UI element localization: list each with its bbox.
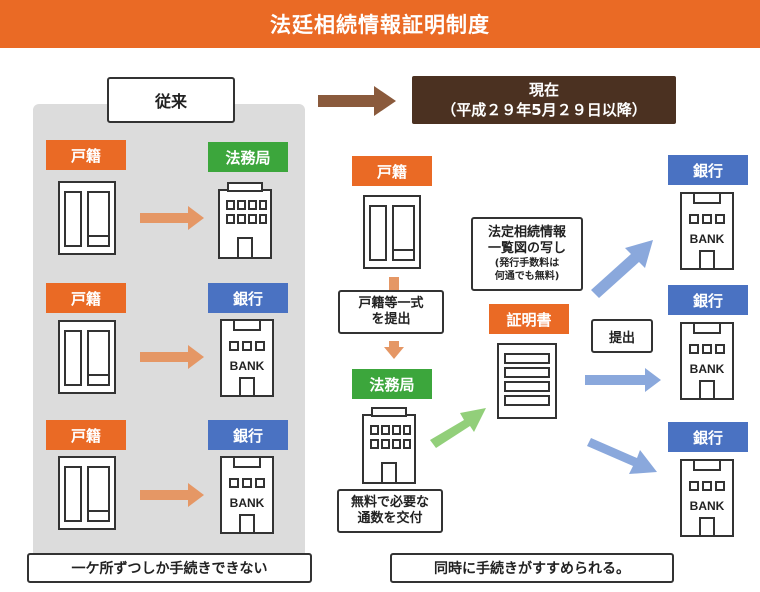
certificate-label: 証明書 bbox=[489, 304, 569, 334]
free-issue-note: 無料で必要な 通数を交付 bbox=[337, 489, 443, 533]
bank-label: 銀行 bbox=[668, 155, 748, 185]
bank-building-icon: BANK bbox=[680, 459, 734, 537]
bank-label: 銀行 bbox=[668, 285, 748, 315]
bank-text: BANK bbox=[230, 359, 265, 373]
current-header-date: （平成２９年5月２９日以降） bbox=[441, 101, 647, 119]
arrow-right-icon bbox=[140, 206, 204, 230]
bank-label: 銀行 bbox=[208, 420, 288, 450]
inheritance-chart-copy-note: 法定相続情報 一覧図の写し (発行手数料は 何通でも無料) bbox=[471, 217, 583, 291]
office-building-icon bbox=[218, 182, 272, 259]
arrow-down-right-icon bbox=[587, 438, 657, 474]
family-register-document-icon bbox=[58, 456, 116, 530]
submit-note-line2: を提出 bbox=[371, 312, 411, 327]
bank-text: BANK bbox=[690, 232, 725, 246]
family-register-document-icon bbox=[58, 181, 116, 255]
transition-arrow-icon bbox=[318, 86, 396, 116]
conventional-footer: 一ケ所ずつしか手続きできない bbox=[27, 553, 312, 583]
family-register-document-icon bbox=[363, 195, 421, 269]
current-header-title: 現在 bbox=[528, 81, 559, 99]
submit-note-line1: 戸籍等一式 bbox=[358, 296, 424, 311]
bank-label: 銀行 bbox=[668, 422, 748, 452]
free-note-line1: 無料で必要な bbox=[350, 495, 429, 510]
bank-building-icon: BANK bbox=[220, 319, 274, 397]
koseki-label: 戸籍 bbox=[46, 420, 126, 450]
legal-affairs-bureau-label: 法務局 bbox=[352, 369, 432, 399]
copy-note-fee2: 何通でも無料) bbox=[494, 271, 560, 282]
arrow-right-icon bbox=[585, 368, 661, 392]
bank-text: BANK bbox=[230, 496, 265, 510]
family-register-document-icon bbox=[58, 320, 116, 394]
bank-text: BANK bbox=[690, 362, 725, 376]
current-footer: 同時に手続きがすすめられる。 bbox=[390, 553, 674, 583]
bank-building-icon: BANK bbox=[220, 456, 274, 534]
current-header: 現在 （平成２９年5月２９日以降） bbox=[412, 76, 676, 124]
bank-label: 銀行 bbox=[208, 283, 288, 313]
submit-label: 提出 bbox=[591, 319, 653, 353]
koseki-label: 戸籍 bbox=[46, 140, 126, 170]
arrow-up-right-icon bbox=[591, 240, 653, 298]
copy-note-line2: 一覧図の写し bbox=[487, 241, 566, 256]
conventional-header: 従来 bbox=[107, 77, 235, 123]
arrow-down-icon bbox=[384, 277, 404, 359]
arrow-right-icon bbox=[140, 483, 204, 507]
certificate-document-icon bbox=[497, 343, 557, 419]
bank-building-icon: BANK bbox=[680, 192, 734, 270]
submit-koseki-note: 戸籍等一式 を提出 bbox=[338, 290, 444, 334]
arrow-up-right-icon bbox=[430, 408, 486, 448]
copy-note-line1: 法定相続情報 bbox=[487, 225, 566, 240]
free-note-line2: 通数を交付 bbox=[357, 511, 423, 526]
koseki-label: 戸籍 bbox=[352, 156, 432, 186]
bank-building-icon: BANK bbox=[680, 322, 734, 400]
office-building-icon bbox=[362, 407, 416, 484]
page-title: 法廷相続情報証明制度 bbox=[0, 0, 760, 48]
arrow-right-icon bbox=[140, 345, 204, 369]
copy-note-fee1: (発行手数料は bbox=[494, 258, 560, 269]
legal-affairs-bureau-label: 法務局 bbox=[208, 142, 288, 172]
bank-text: BANK bbox=[690, 499, 725, 513]
koseki-label: 戸籍 bbox=[46, 283, 126, 313]
